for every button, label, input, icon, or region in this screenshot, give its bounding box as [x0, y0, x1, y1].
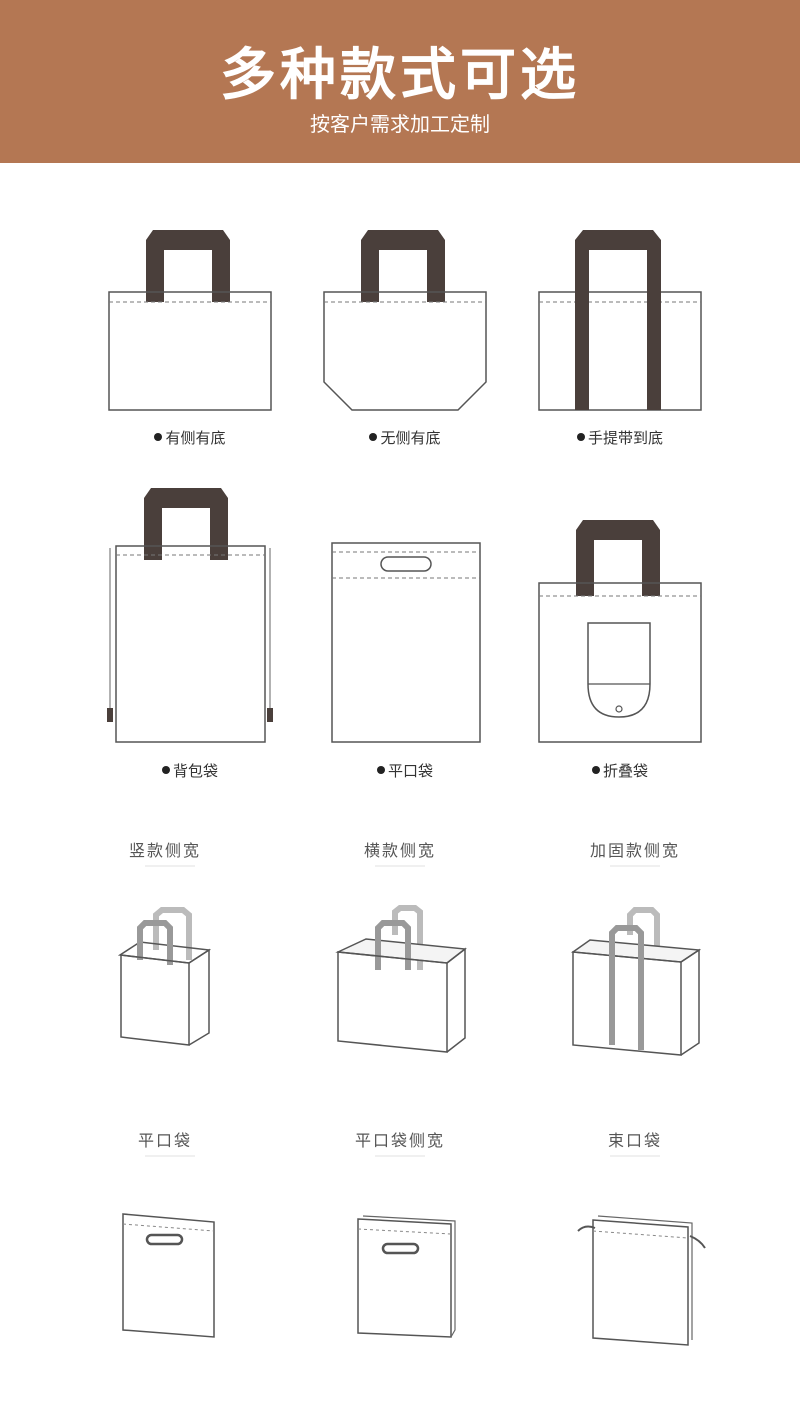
- style-caption: 折叠袋: [520, 760, 720, 781]
- style-label: 平口袋侧宽: [354, 1131, 445, 1150]
- style-caption: 背包袋: [90, 760, 290, 781]
- drawstring-backpack-icon: [107, 488, 273, 743]
- horizontal-gusset-bag-icon: [335, 905, 467, 1053]
- handle-to-bottom-bag-icon: [538, 230, 702, 411]
- style-label: 竖款侧宽: [128, 841, 201, 860]
- style-caption: 手提带到底: [520, 427, 720, 448]
- style-caption: 无侧有底: [305, 427, 505, 448]
- style-label: 横款侧宽: [363, 841, 436, 860]
- page-subtitle: 按客户需求加工定制: [310, 112, 490, 136]
- flat-die-cut-bag-icon: [122, 1213, 215, 1338]
- drawstring-bag-icon: [577, 1215, 706, 1346]
- header-banner: 多种款式可选 按客户需求加工定制: [0, 0, 800, 163]
- flat-die-cut-gusset-bag-icon: [357, 1215, 456, 1338]
- reinforced-gusset-bag-icon: [570, 907, 702, 1056]
- page-title: 多种款式可选: [220, 43, 580, 108]
- style-label: 加固款侧宽: [589, 841, 680, 860]
- folding-bag-icon: [538, 520, 702, 743]
- style-label: 平口袋: [137, 1131, 192, 1150]
- flat-bag-with-gusset-icon: [108, 230, 272, 411]
- style-caption: 有侧有底: [90, 427, 290, 448]
- style-caption: 平口袋: [305, 760, 505, 781]
- vertical-gusset-bag-icon: [117, 907, 212, 1046]
- style-label: 束口袋: [607, 1131, 662, 1150]
- bag-with-bottom-icon: [323, 230, 487, 411]
- die-cut-flat-bag-icon: [331, 542, 481, 743]
